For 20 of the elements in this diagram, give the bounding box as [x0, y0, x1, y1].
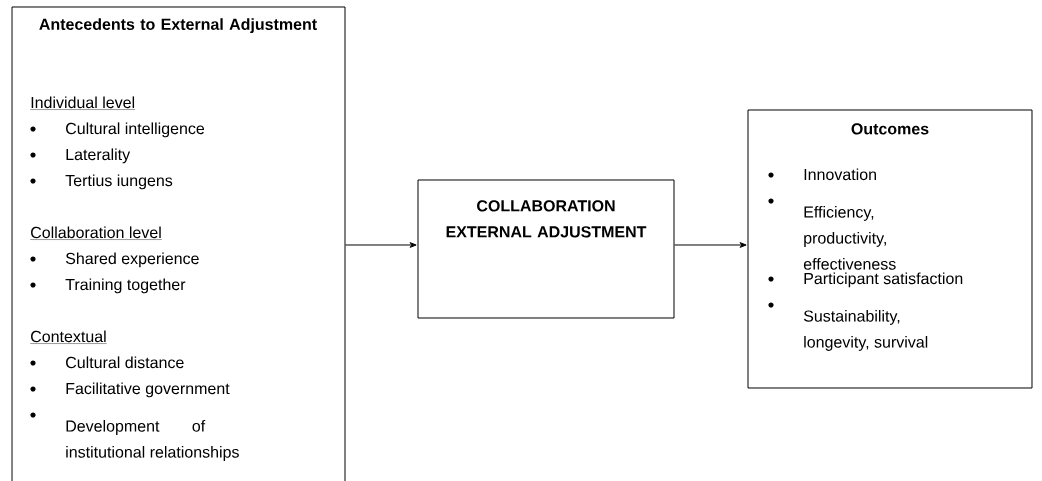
bullet-item: Sustainability, longevity, survival	[768, 302, 928, 351]
bullet-item: Efficiency, productivity, effectiveness	[768, 198, 896, 270]
heading: COLLABORATION EXTERNAL ADJUSTMENT	[446, 200, 647, 238]
bullet-item: Participant satisfaction	[768, 272, 963, 288]
bullet-item: Innovation	[768, 168, 876, 181]
bullet-item: Training together	[30, 278, 186, 294]
bullet-item: Facilitative government	[30, 382, 230, 398]
heading: Antecedents to External Adjustment	[39, 18, 317, 34]
bullet-item: Tertius iungens	[30, 174, 173, 190]
bullet-item: Cultural intelligence	[30, 122, 205, 138]
group-heading: Collaboration level	[30, 226, 163, 240]
arrow	[674, 242, 747, 248]
bullet-item: Shared experience	[30, 252, 199, 268]
group-heading: Individual level	[30, 96, 136, 110]
bullet-item: Development of institutional relationships	[30, 412, 239, 461]
bullet-item: Laterality	[30, 148, 131, 164]
arrow	[345, 242, 417, 248]
heading: Outcomes	[851, 123, 929, 135]
bullet-item: Cultural distance	[30, 356, 184, 369]
group-heading: Contextual	[30, 330, 107, 344]
